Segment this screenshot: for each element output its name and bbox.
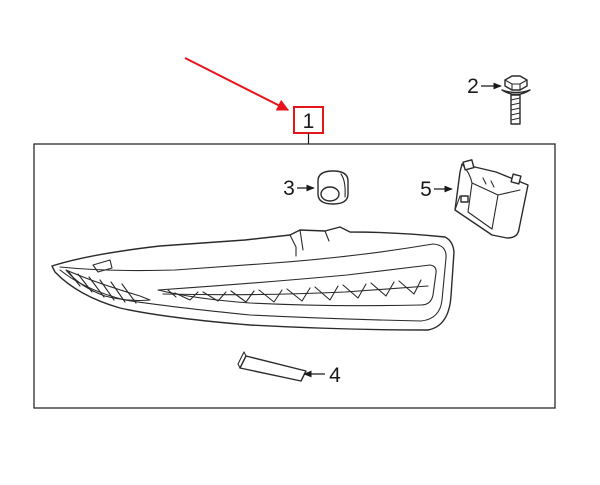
callout-4-label[interactable]: 4 (329, 364, 341, 387)
assembly-frame (33, 143, 556, 409)
callout-1-label: 1 (303, 110, 315, 133)
grommet-part (317, 170, 349, 205)
bracket-part (454, 159, 529, 239)
bolt-part (501, 75, 531, 125)
tail-lamp-assembly (51, 226, 455, 331)
callout-2-label[interactable]: 2 (467, 75, 479, 98)
trim-piece-part (237, 351, 307, 382)
callout-3-label[interactable]: 3 (283, 177, 295, 200)
highlight-arrow (184, 57, 290, 111)
callout-5-label[interactable]: 5 (420, 178, 432, 201)
callout-1[interactable]: 1 (293, 106, 324, 134)
